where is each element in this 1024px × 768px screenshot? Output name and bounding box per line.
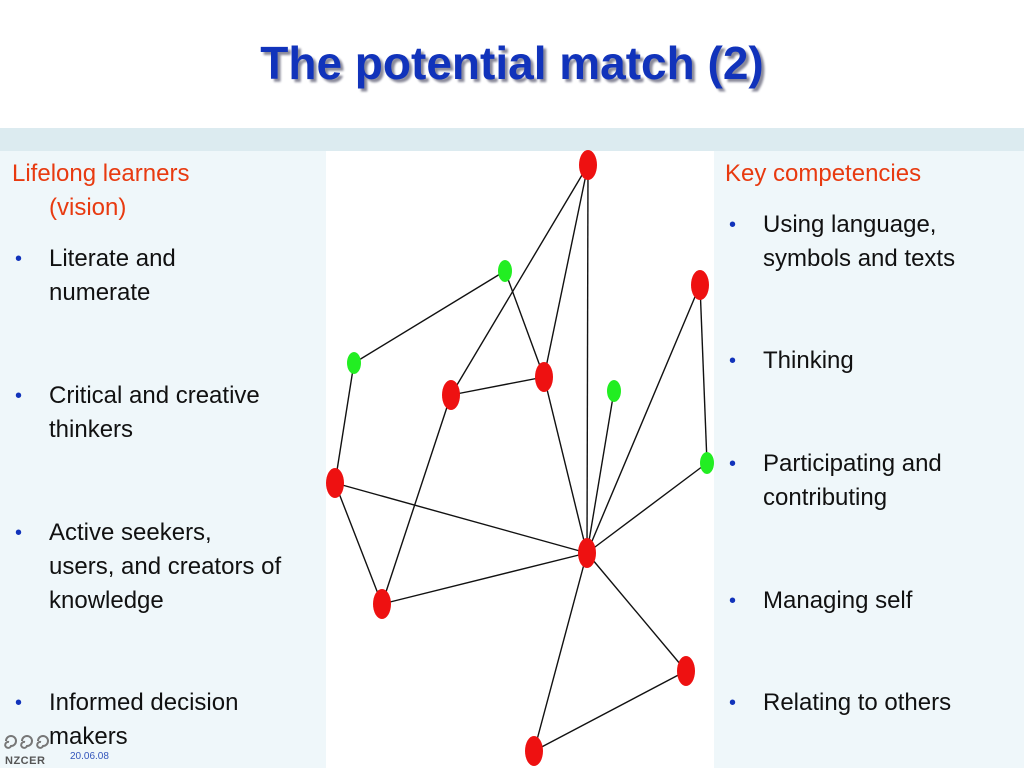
red-network-node: [373, 589, 391, 619]
right-bullet-line: Managing self: [763, 587, 913, 614]
left-bullet-line: makers: [49, 723, 128, 750]
left-bullet-line: numerate: [49, 279, 151, 306]
network-edge: [543, 376, 588, 554]
left-bullet-literate: • Literate and numerate: [15, 242, 176, 310]
right-bullet-line: Relating to others: [763, 689, 952, 716]
right-bullet-relating: • Relating to others: [729, 686, 952, 720]
right-bullet-line: Thinking: [763, 347, 854, 374]
header-band: [0, 128, 1024, 151]
network-edge: [586, 552, 687, 672]
network-edge: [586, 390, 615, 554]
bullet-dot-icon: •: [729, 214, 737, 236]
left-panel: [0, 151, 326, 768]
left-bullet-line: knowledge: [49, 587, 164, 614]
right-bullet-line: symbols and texts: [763, 245, 956, 272]
network-edge: [586, 284, 701, 554]
network-edge: [450, 164, 589, 396]
left-bullet-line: Active seekers,: [49, 519, 212, 546]
right-bullet-thinking: • Thinking: [729, 344, 854, 378]
red-network-node: [579, 150, 597, 180]
right-heading: Key competencies: [725, 160, 922, 187]
network-edge: [533, 552, 588, 752]
red-network-node: [525, 736, 543, 766]
network-edge: [334, 362, 355, 484]
network-edge: [586, 164, 589, 554]
right-panel: [714, 151, 1024, 768]
network-edge: [353, 270, 506, 364]
slide-title: The potential match (2): [260, 37, 764, 89]
network-edge: [334, 482, 588, 554]
green-network-node: [347, 352, 361, 374]
network-edge: [699, 284, 708, 464]
bullet-dot-icon: •: [15, 248, 23, 270]
right-bullet-line: Participating and: [763, 450, 942, 477]
left-bullet-critical: • Critical and creative thinkers: [15, 379, 260, 447]
green-network-node: [607, 380, 621, 402]
logo-text: NZCER: [5, 755, 46, 767]
left-bullet-seekers: • Active seekers, users, and creators of…: [15, 516, 282, 618]
bullet-dot-icon: •: [729, 453, 737, 475]
left-heading-line1: Lifelong learners: [12, 160, 190, 187]
left-bullet-line: Literate and: [49, 245, 176, 272]
red-network-node: [442, 380, 460, 410]
red-network-node: [691, 270, 709, 300]
red-network-node: [535, 362, 553, 392]
red-network-node: [326, 468, 344, 498]
green-network-node: [700, 452, 714, 474]
slide-date: 20.06.08: [70, 751, 109, 762]
network-edge: [533, 670, 687, 752]
nzcer-logo-icon: [4, 735, 49, 749]
diagram-area: [326, 151, 714, 768]
bullet-dot-icon: •: [729, 590, 737, 612]
right-bullet-managing: • Managing self: [729, 584, 913, 618]
left-bullet-line: Critical and creative: [49, 382, 260, 409]
network-edge: [334, 482, 383, 605]
bullet-dot-icon: •: [729, 692, 737, 714]
network-edge: [381, 394, 452, 605]
left-bullet-line: thinkers: [49, 416, 134, 443]
network-edge: [586, 462, 708, 554]
left-bullet-decision: • Informed decision makers: [15, 686, 239, 754]
right-bullet-participating: • Participating and contributing: [729, 447, 942, 515]
network-edge: [381, 552, 588, 605]
bullet-dot-icon: •: [15, 692, 23, 714]
network-edge: [504, 270, 545, 378]
left-heading-line2: (vision): [49, 194, 127, 221]
red-network-node: [677, 656, 695, 686]
bullet-dot-icon: •: [15, 385, 23, 407]
left-bullet-line: users, and creators of: [49, 553, 282, 580]
left-bullet-line: Informed decision: [49, 689, 239, 716]
right-bullet-line: Using language,: [763, 211, 937, 238]
right-bullet-language: • Using language, symbols and texts: [729, 208, 956, 276]
network-edge: [450, 376, 545, 396]
bullet-dot-icon: •: [729, 350, 737, 372]
red-network-node: [578, 538, 596, 568]
green-network-node: [498, 260, 512, 282]
right-bullet-line: contributing: [763, 484, 888, 511]
bullet-dot-icon: •: [15, 522, 23, 544]
network-edge: [543, 164, 589, 378]
